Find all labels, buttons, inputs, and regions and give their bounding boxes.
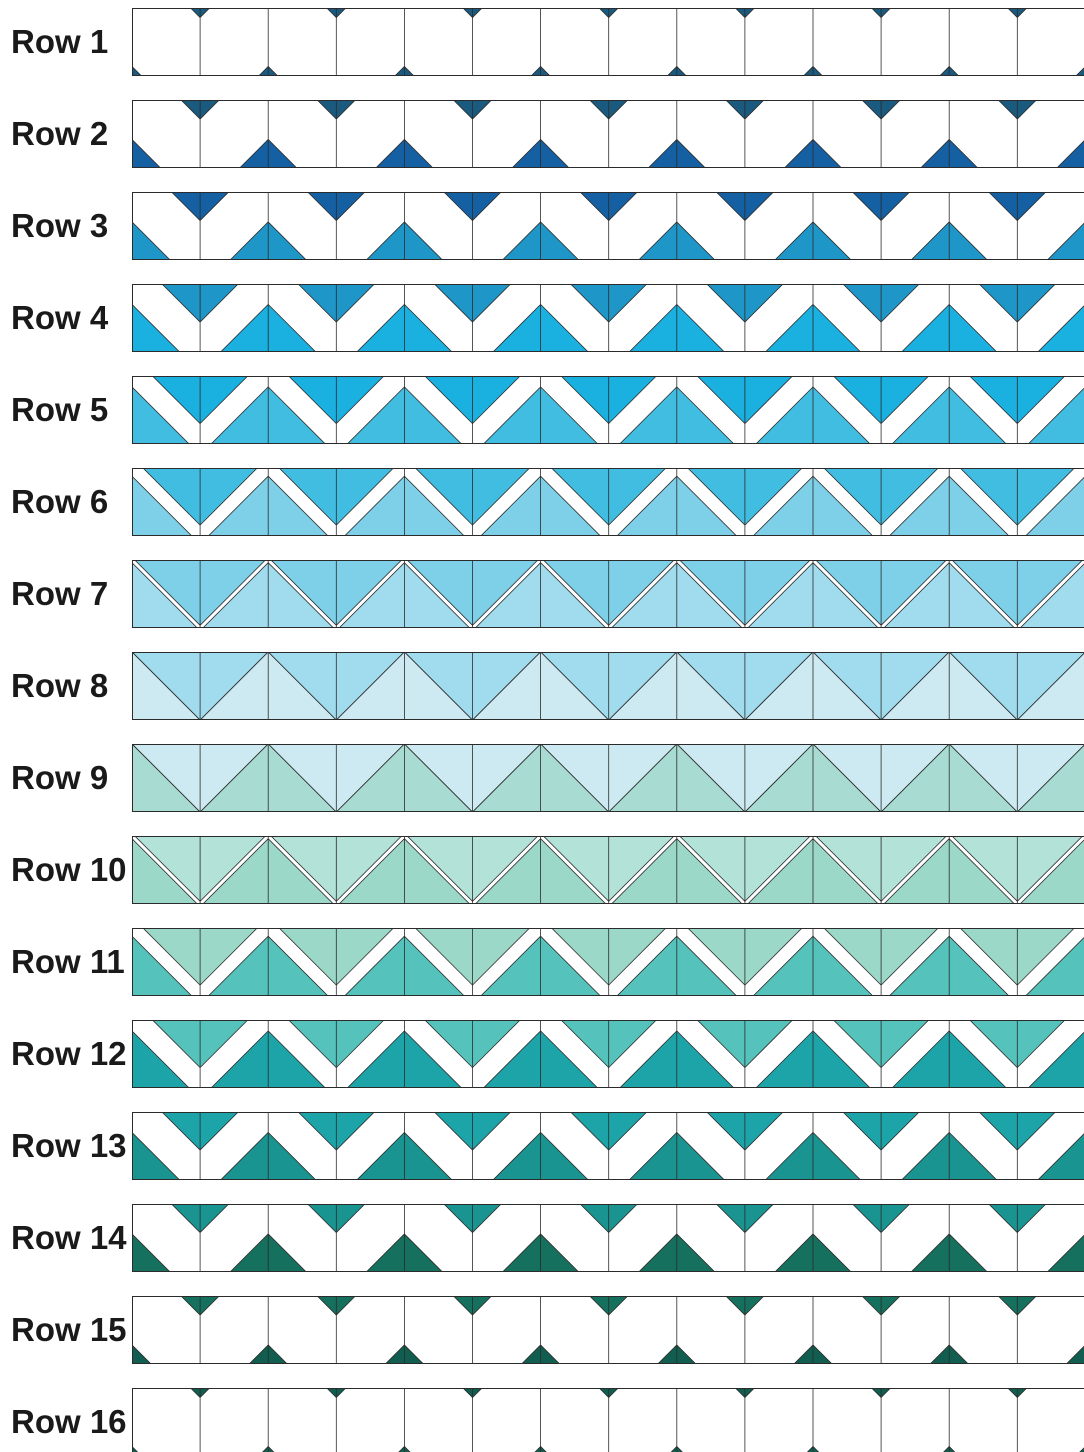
quilt-row (0, 1296, 1084, 1364)
quilt-row (0, 284, 1084, 352)
row-label: Row 7 (11, 577, 108, 610)
quilt-row (0, 376, 1084, 444)
quilt-row (0, 928, 1084, 996)
bottom-triangle (0, 66, 5, 76)
row-label: Row 1 (11, 25, 108, 58)
row-label: Row 13 (11, 1129, 127, 1162)
bottom-triangle (0, 1446, 5, 1452)
top-triangle (54, 1388, 73, 1398)
row-label: Row 4 (11, 301, 108, 334)
row-label: Row 6 (11, 485, 108, 518)
row-label: Row 3 (11, 209, 108, 242)
row-label: Row 11 (11, 945, 125, 978)
quilt-row (0, 100, 1084, 168)
row-label: Row 8 (11, 669, 108, 702)
quilt-row (0, 8, 1084, 76)
quilt-row (0, 744, 1084, 812)
quilt-row (0, 468, 1084, 536)
row-label: Row 12 (11, 1037, 127, 1070)
quilt-row (0, 652, 1084, 720)
top-triangle (54, 8, 73, 18)
quilt-row (0, 1388, 1084, 1452)
quilt-row (0, 1204, 1084, 1272)
row-label: Row 9 (11, 761, 108, 794)
quilt-row (0, 1020, 1084, 1088)
row-label: Row 15 (11, 1313, 127, 1346)
row-label: Row 16 (11, 1405, 127, 1438)
quilt-row (0, 1112, 1084, 1180)
row-label: Row 5 (11, 393, 108, 426)
row-label: Row 10 (11, 853, 127, 886)
quilt-row (0, 192, 1084, 260)
row-label: Row 2 (11, 117, 108, 150)
quilt-row (0, 560, 1084, 628)
quilt-row (0, 836, 1084, 904)
row-label: Row 14 (11, 1221, 127, 1254)
